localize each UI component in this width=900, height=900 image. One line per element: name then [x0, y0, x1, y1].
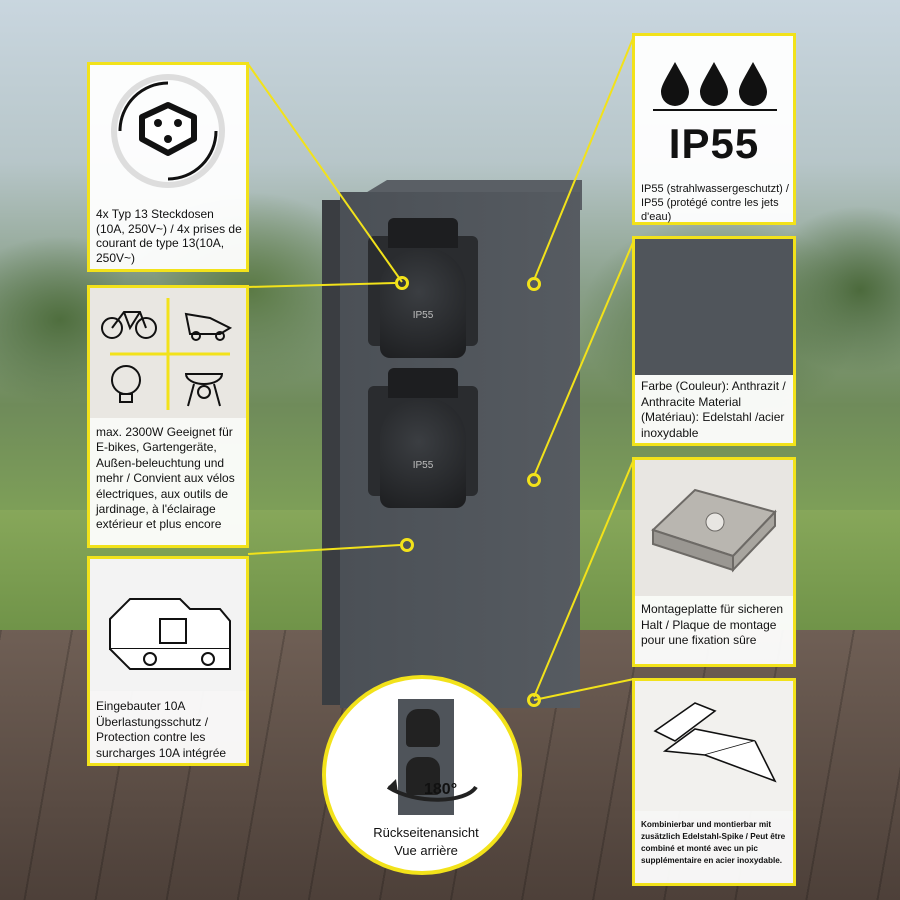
water-drops-icon [653, 62, 777, 111]
light-bulb-icon [111, 365, 141, 403]
mounting-plate-icon [635, 460, 793, 596]
callout-dot-usage [400, 538, 414, 552]
rear-view-product [398, 699, 454, 815]
socket-top: IP55 [360, 218, 485, 363]
socket-ip-label: IP55 [412, 460, 434, 471]
ip-rating-caption: IP55 (strahlwassergeschutzt) / IP55 (pro… [641, 183, 789, 223]
callout-dot-socket [395, 276, 409, 290]
socket-bottom: IP55 [360, 368, 485, 513]
color-material-caption: Farbe (Couleur): Anthrazit / Anthracite … [641, 379, 786, 440]
panel-mounting-plate: Montageplatte für sicheren Halt / Plaque… [632, 457, 796, 667]
spike-caption: Kombinierbar und montierbar mit zusätzli… [641, 820, 786, 865]
panel-socket-type: 4x Typ 13 Steckdosen (10A, 250V~) / 4x p… [87, 62, 249, 272]
rear-view-caption-de: Rückseitenansicht [373, 825, 479, 840]
socket-hinge [388, 368, 458, 398]
rear-view-socket [406, 709, 440, 747]
mounting-plate-caption: Montageplatte für sicheren Halt / Plaque… [641, 602, 784, 647]
socket-lid [380, 398, 466, 508]
socket-hinge [388, 218, 458, 248]
panel-spike: Kombinierbar und montierbar mit zusätzli… [632, 678, 796, 886]
grill-icon [184, 373, 224, 407]
usage-icons [90, 288, 246, 418]
ground-spike-icon [635, 681, 793, 811]
panel-protection: Eingebauter 10A Überlastungsschutz / Pro… [87, 556, 249, 766]
overload-protector-icon [90, 559, 246, 691]
rear-view-socket [406, 757, 440, 795]
rear-view-circle: 180° Rückseitenansicht Vue arrière [322, 675, 522, 875]
rotation-arrow-icon [386, 779, 478, 802]
socket-lid [380, 248, 466, 358]
lawnmower-icon [184, 312, 233, 341]
anthracite-swatch [635, 239, 793, 375]
type13-socket-icon [111, 74, 225, 188]
usage-caption: max. 2300W Geeignet für E-bikes, Garteng… [96, 425, 235, 532]
ip-rating-headline: IP55 [668, 120, 760, 167]
callout-dot-material [527, 473, 541, 487]
protection-caption: Eingebauter 10A Überlastungsschutz / Pro… [96, 699, 227, 760]
panel-color-material: Farbe (Couleur): Anthrazit / Anthracite … [632, 236, 796, 446]
callout-dot-ip [527, 277, 541, 291]
panel-usage: max. 2300W Geeignet für E-bikes, Garteng… [87, 285, 249, 548]
socket-ip-label: IP55 [412, 310, 434, 321]
socket-type-caption: 4x Typ 13 Steckdosen (10A, 250V~) / 4x p… [96, 207, 242, 265]
ebike-icon [101, 311, 157, 339]
rotation-label: 180° [424, 781, 458, 798]
callout-dot-mount [527, 693, 541, 707]
rear-view-caption-fr: Vue arrière [394, 843, 458, 858]
panel-ip-rating: IP55 IP55 (strahlwassergeschutzt) / IP55… [632, 33, 796, 225]
